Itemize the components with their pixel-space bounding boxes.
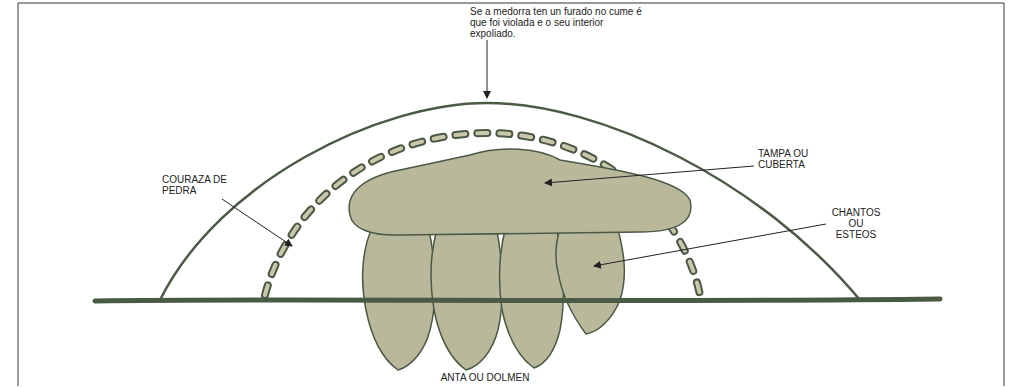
capstone: [349, 149, 691, 235]
frame: [18, 3, 1004, 386]
figure-label: ANTA OU DOLMEN: [420, 372, 550, 383]
part-label: TAMPA OU CUBERTA: [758, 148, 836, 170]
part-label: COURAZA DE PEDRA: [162, 174, 234, 196]
orthostats: [363, 222, 625, 370]
note-text: Se a medorra ten un furado no cume é que…: [470, 6, 642, 39]
part-label: CHANTOS OU ESTEOS: [828, 207, 884, 240]
ground-line: [95, 299, 940, 301]
leader-lines: [222, 40, 826, 266]
